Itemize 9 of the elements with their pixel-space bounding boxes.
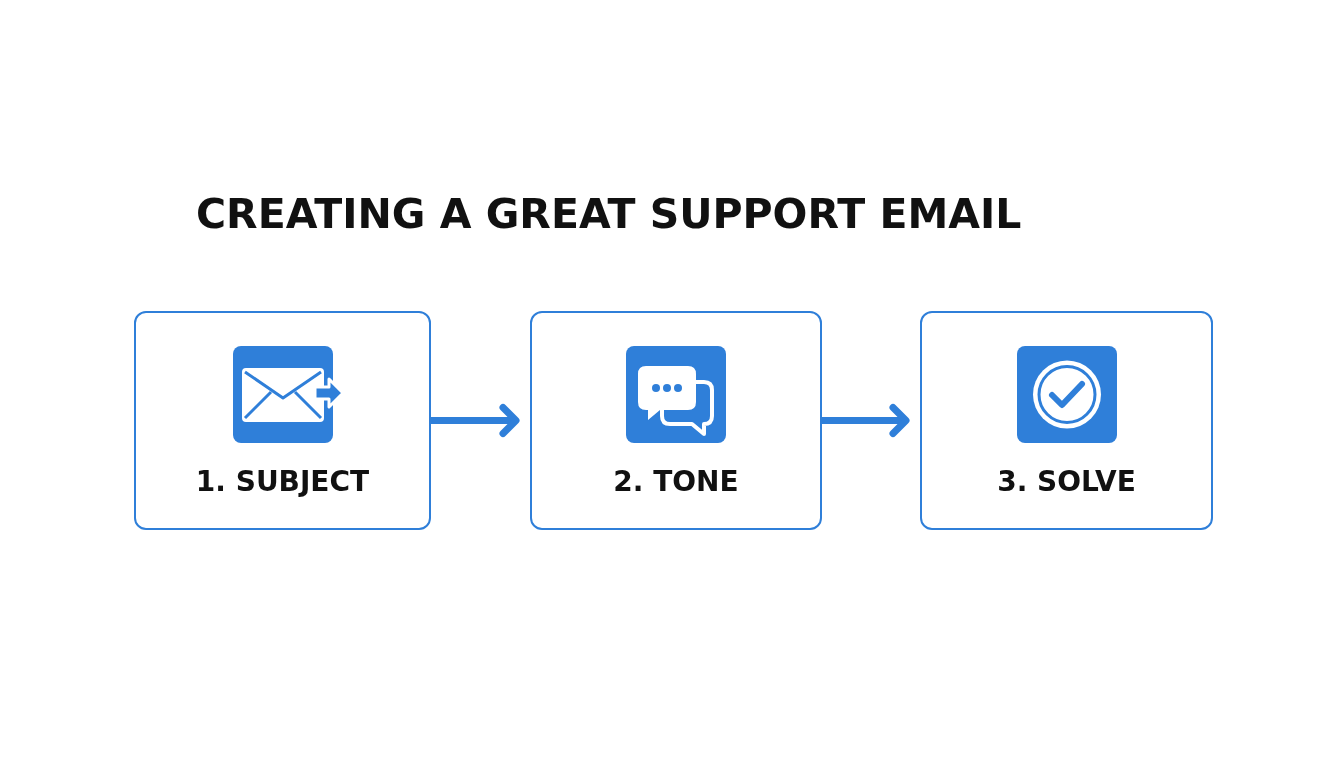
step-box	[920, 311, 1213, 530]
step-box	[530, 311, 822, 530]
step-box	[134, 311, 431, 530]
step-label: 2. TONE	[613, 465, 739, 498]
step-label: 1. SUBJECT	[195, 465, 370, 498]
arrow	[822, 404, 910, 437]
arrow	[431, 404, 520, 437]
diagram-title: CREATING A GREAT SUPPORT EMAIL	[196, 190, 1022, 240]
step-label: 3. SOLVE	[997, 465, 1136, 498]
